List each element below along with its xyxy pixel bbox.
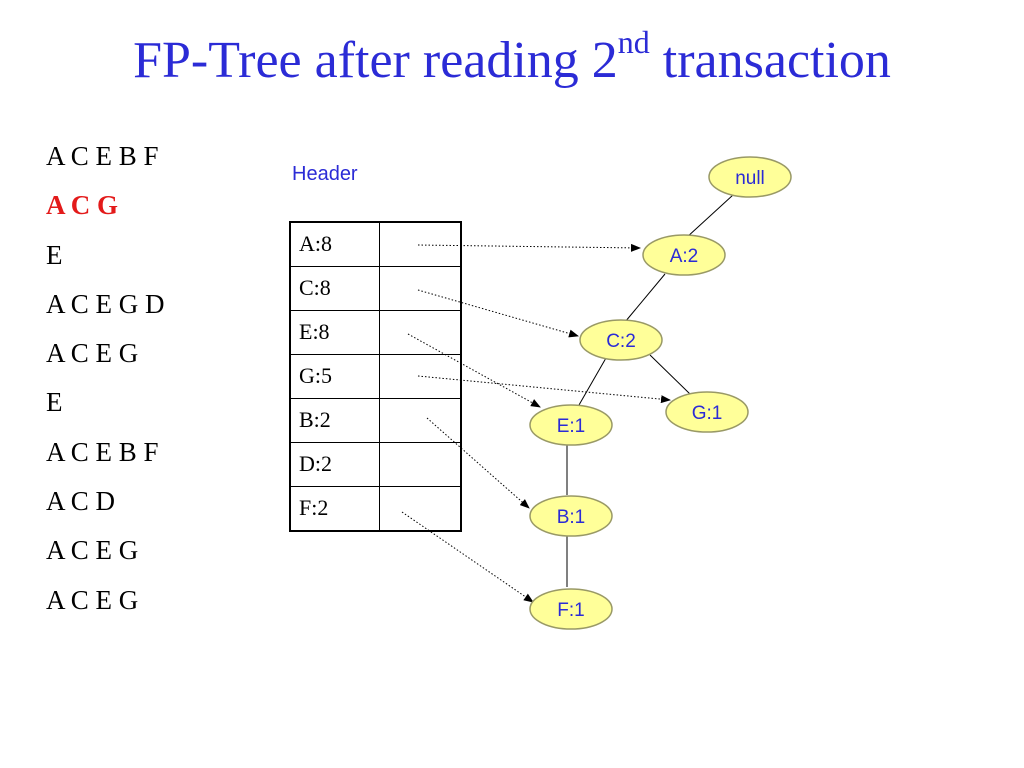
header-pointer-cell [379,310,462,355]
header-item-c: C:8 [289,266,380,311]
tree-node-f: F:1 [529,588,613,630]
header-row: C:8 [289,266,462,311]
header-pointer-cell [379,442,462,487]
header-item-e: E:8 [289,310,380,355]
node-label-c: C:2 [606,331,636,352]
transaction-1: A C E B F [46,141,159,171]
header-pointer-cell [379,398,462,443]
node-link-g [417,375,671,404]
tree-edge-c-g [649,354,691,395]
header-item-d: D:2 [289,442,380,487]
transaction-10: A C E G [46,584,139,615]
title-end: transaction [649,32,891,89]
node-link-b [426,417,530,509]
transaction-list: A C E B F A C G E A C E G D A C E G E A … [46,140,165,633]
header-row: D:2 [289,442,462,487]
transaction-7: A C E B F [46,436,159,467]
transaction-3: E [46,239,63,270]
slide-title: FP-Tree after reading 2nd transaction [0,26,1024,92]
transaction-9: A C E G [46,535,139,566]
node-link-c [417,289,579,338]
header-row: A:8 [289,221,462,267]
tree-edge-null-a [685,194,734,239]
tree-node-null: null [708,156,792,198]
tree-node-g: G:1 [665,391,749,433]
transaction-5: A C E G [46,338,139,369]
node-label-g: G:1 [692,403,723,424]
transaction-4: A C E G D [46,288,165,319]
header-item-f: F:2 [289,486,380,532]
tree-node-a: A:2 [642,234,726,276]
tree-node-e: E:1 [529,404,613,446]
header-row: B:2 [289,398,462,443]
node-link-e [407,333,541,408]
header-item-a: A:8 [289,221,380,267]
title-main: FP-Tree after reading 2 [133,32,618,89]
node-label-null: null [735,168,765,189]
transaction-6: E [46,387,63,418]
header-pointer-cell [379,486,462,532]
header-item-b: B:2 [289,398,380,443]
node-label-b: B:1 [557,507,586,528]
transaction-8: A C D [46,486,116,517]
tree-node-b: B:1 [529,495,613,537]
tree-edge-a-c [624,273,666,323]
tree-node-c: C:2 [579,319,663,361]
header-item-g: G:5 [289,354,380,399]
header-label: Header [292,163,358,185]
title-superscript: nd [617,24,650,60]
tree-edge-c-e [578,357,607,406]
node-label-a: A:2 [670,246,699,267]
header-row: E:8 [289,310,462,355]
header-row: F:2 [289,486,462,532]
header-table: A:8 C:8 E:8 G:5 B:2 D:2 F:2 [289,221,462,532]
node-link-f [401,511,534,603]
header-pointer-cell [379,354,462,399]
node-label-f: F:1 [557,600,584,621]
node-label-e: E:1 [557,416,586,437]
header-row: G:5 [289,354,462,399]
transaction-2: A C G [46,190,119,221]
node-link-a [417,243,641,252]
